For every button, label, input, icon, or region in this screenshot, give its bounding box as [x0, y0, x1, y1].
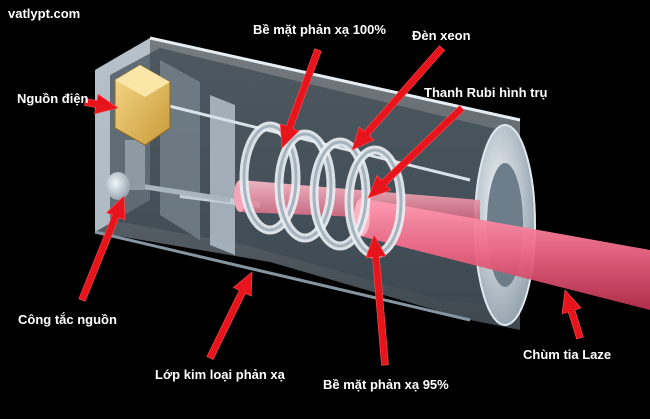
label-mirror-95: Bề mặt phản xạ 95%	[323, 377, 449, 392]
coil-loop-shade-1	[242, 124, 298, 232]
label-power-source: Nguồn điện	[17, 91, 89, 106]
label-xenon-lamp: Đèn xeon	[412, 28, 471, 43]
arrow-mirror-100	[279, 48, 322, 149]
arrow-ruby-rod	[367, 105, 465, 199]
arrow-reflective-layer	[206, 271, 253, 360]
arrow-mirror-95	[365, 234, 389, 366]
label-mirror-100: Bề mặt phản xạ 100%	[253, 22, 386, 37]
label-power-switch: Công tắc nguồn	[18, 312, 117, 327]
site-watermark: vatlypt.com	[8, 6, 81, 21]
callout-arrows	[78, 45, 584, 366]
power-box	[114, 64, 171, 146]
coil-loop-shade-2	[277, 132, 333, 240]
arrow-laser-beam	[561, 289, 584, 340]
arrow-power-source	[84, 93, 119, 115]
label-reflective-layer: Lớp kim loại phản xạ	[155, 367, 285, 382]
arrow-xenon-lamp	[351, 45, 446, 151]
label-ruby-rod: Thanh Rubi hình trụ	[424, 85, 548, 100]
arrow-power-switch	[78, 195, 126, 302]
label-laser-beam: Chùm tia Laze	[523, 347, 612, 362]
coil-loop-shade-3	[312, 140, 368, 248]
